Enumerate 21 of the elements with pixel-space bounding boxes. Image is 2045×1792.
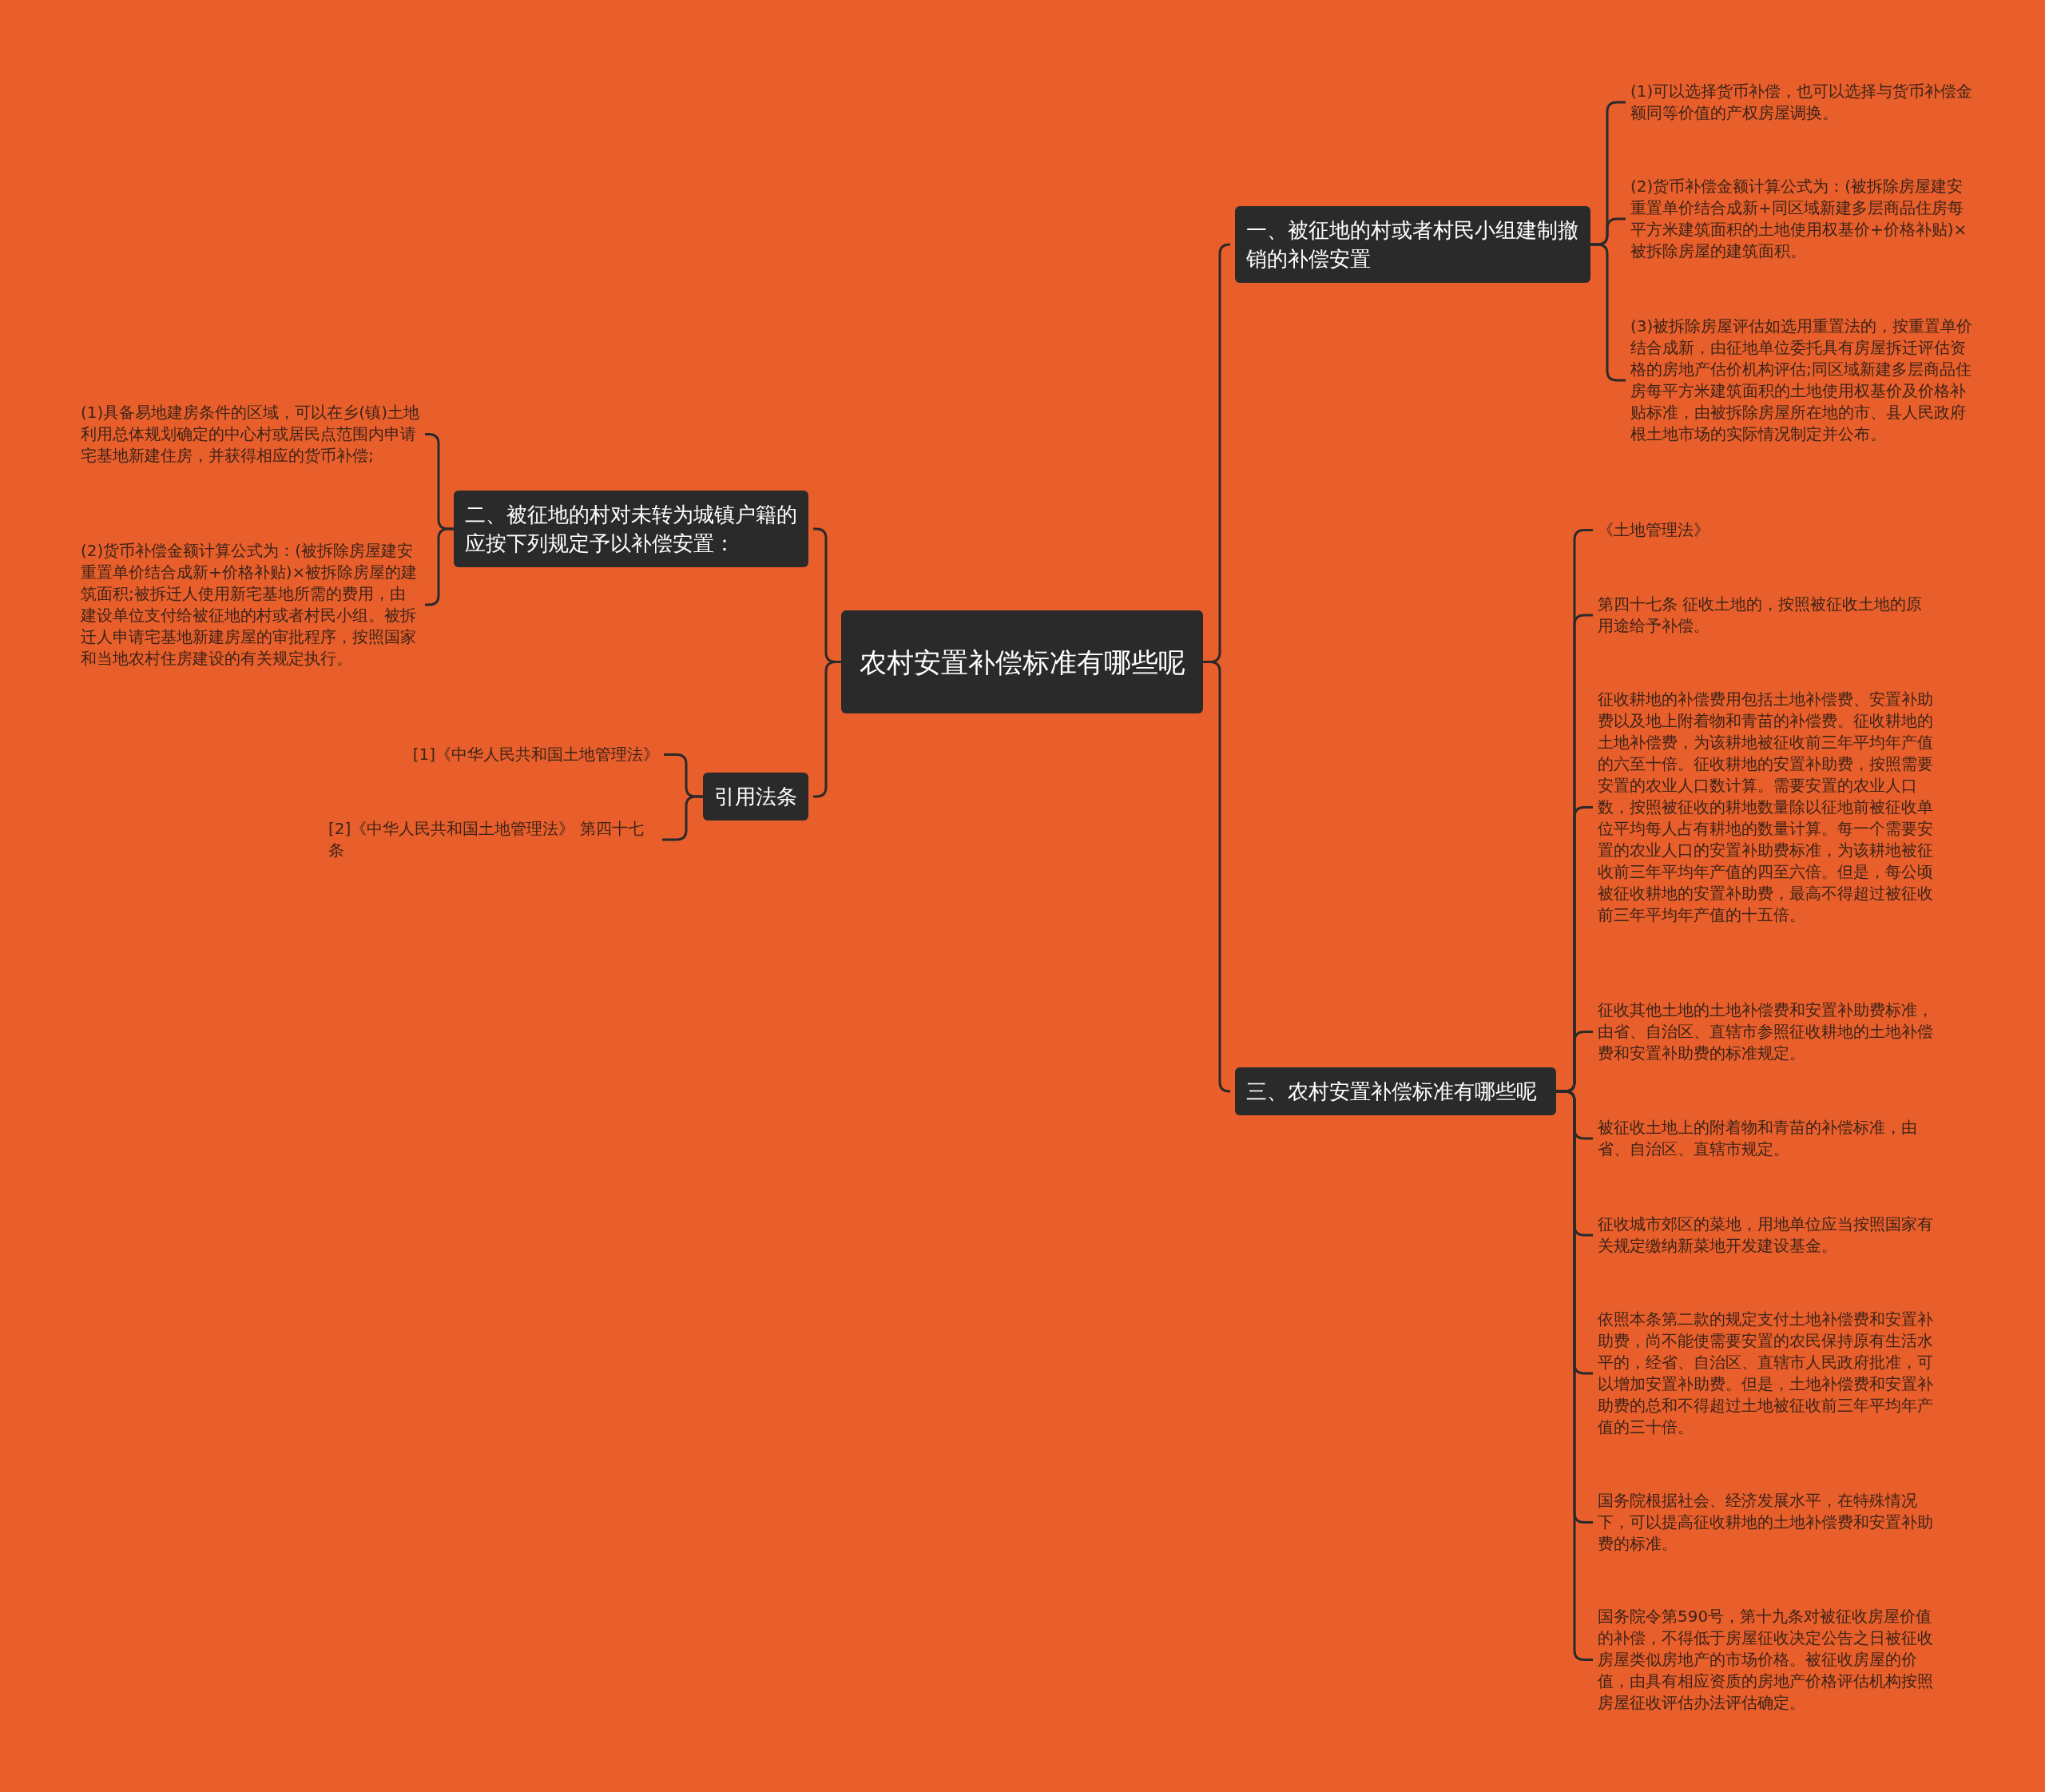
topic-box: 引用法条 bbox=[703, 773, 808, 821]
topic-box: 二、被征地的村对未转为城镇户籍的应按下列规定予以补偿安置： bbox=[454, 491, 808, 567]
note-text: (2)货币补偿金额计算公式为：(被拆除房屋建安重置单价结合成新+同区域新建多层商品住房每平方米建筑面积的土地使用权基价+价格补贴)×被拆除房屋的建筑面积。 bbox=[1630, 176, 1974, 262]
note-text: [2]《中华人民共和国土地管理法》 第四十七条 bbox=[328, 818, 657, 861]
note-text: (1)具备易地建房条件的区域，可以在乡(镇)土地利用总体规划确定的中心村或居民点范围内申请宅基地新建住房，并获得相应的货币补偿; bbox=[81, 402, 420, 467]
topic-box: 一、被征地的村或者村民小组建制撤销的补偿安置 bbox=[1235, 206, 1590, 283]
note-text: 国务院根据社会、经济发展水平，在特殊情况下，可以提高征收耕地的土地补偿费和安置补助费的标准。 bbox=[1598, 1490, 1937, 1555]
note-text: [1]《中华人民共和国土地管理法》 bbox=[351, 744, 659, 765]
note-text: 第四十七条 征收土地的，按照被征收土地的原用途给予补偿。 bbox=[1598, 594, 1937, 637]
note-text: (2)货币补偿金额计算公式为：(被拆除房屋建安重置单价结合成新+价格补贴)×被拆除房屋的建筑面积;被拆迁人使用新宅基地所需的费用，由建设单位支付给被征地的村或者村民小组。被拆迁人申请宅基地新建房屋的审批程序，按照国家和当地农村住房建设的有关规定执行。 bbox=[81, 540, 420, 670]
topic-box: 三、农村安置补偿标准有哪些呢 bbox=[1235, 1067, 1556, 1115]
note-text: 《土地管理法》 bbox=[1598, 519, 1937, 541]
note-text: 依照本条第二款的规定支付土地补偿费和安置补助费，尚不能使需要安置的农民保持原有生活水平的，经省、自治区、直辖市人民政府批准，可以增加安置补助费。但是，土地补偿费和安置补助费的总和不得超过土地被征收前三年平均年产值的三十倍。 bbox=[1598, 1309, 1937, 1438]
central-topic-box: 农村安置补偿标准有哪些呢 bbox=[841, 610, 1203, 713]
note-text: 征收耕地的补偿费用包括土地补偿费、安置补助费以及地上附着物和青苗的补偿费。征收耕地的土地补偿费，为该耕地被征收前三年平均年产值的六至十倍。征收耕地的安置补助费，按照需要安置的农业人口数计算。需要安置的农业人口数，按照被征收的耕地数量除以征地前被征收单位平均每人占有耕地的数量计算。每一个需要安置的农业人口的安置补助费标准，为该耕地被征收前三年平均年产值的四至六倍。但是，每公顷被征收耕地的安置补助费，最高不得超过被征收前三年平均年产值的十五倍。 bbox=[1598, 689, 1937, 926]
note-text: (1)可以选择货币补偿，也可以选择与货币补偿金额同等价值的产权房屋调换。 bbox=[1630, 81, 1974, 124]
note-text: 征收其他土地的土地补偿费和安置补助费标准，由省、自治区、直辖市参照征收耕地的土地补偿费和安置补助费的标准规定。 bbox=[1598, 999, 1937, 1064]
note-text: 国务院令第590号，第十九条对被征收房屋价值的补偿，不得低于房屋征收决定公告之日被征收房屋类似房地产的市场价格。被征收房屋的价值，由具有相应资质的房地产价格评估机构按照房屋征收评估办法评估确定。 bbox=[1598, 1606, 1937, 1714]
note-text: (3)被拆除房屋评估如选用重置法的，按重置单价结合成新，由征地单位委托具有房屋拆迁评估资格的房地产估价机构评估;同区域新建多层商品住房每平方米建筑面积的土地使用权基价及价格补贴标准，由被拆除房屋所在地的市、县人民政府根土地市场的实际情况制定并公布。 bbox=[1630, 316, 1974, 445]
note-text: 征收城市郊区的菜地，用地单位应当按照国家有关规定缴纳新菜地开发建设基金。 bbox=[1598, 1214, 1937, 1257]
note-text: 被征收土地上的附着物和青苗的补偿标准，由省、自治区、直辖市规定。 bbox=[1598, 1117, 1937, 1160]
